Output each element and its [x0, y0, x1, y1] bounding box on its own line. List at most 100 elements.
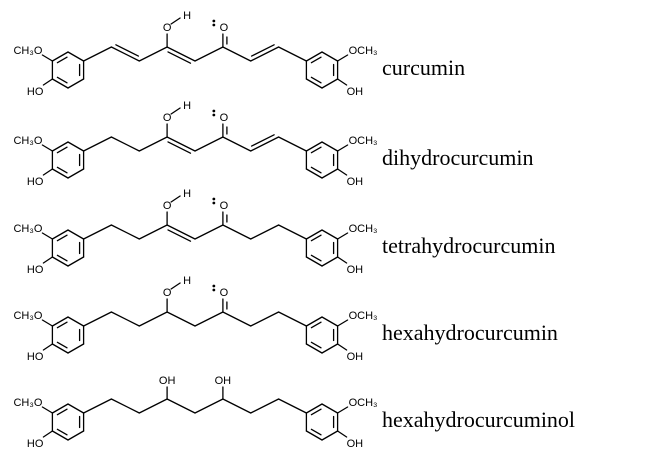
methoxy-left-label: CH₃O — [13, 397, 42, 409]
hydrogen-bond — [170, 107, 181, 115]
chain-hydroxyl-label: OH — [215, 375, 232, 387]
lone-pair-dot-1 — [212, 197, 216, 201]
ring-bond — [321, 141, 339, 152]
keto-oxygen-label: O — [220, 22, 229, 34]
methoxy-right-label: OCH₃ — [349, 223, 378, 235]
methoxy-right-label: OCH₃ — [349, 310, 378, 322]
methoxy-left-label: CH₃O — [13, 310, 42, 322]
keto-oxygen-label: O — [220, 287, 229, 299]
ring-inner-bond — [310, 56, 322, 64]
chain-bond — [110, 398, 140, 414]
keto-oxygen-label: O — [220, 112, 229, 124]
hydroxyl-left-label: HO — [27, 264, 44, 276]
ring-inner-bond — [56, 146, 68, 154]
chain-bond — [82, 46, 113, 62]
hydroxyl-right-label: OH — [347, 351, 364, 363]
methoxy-bond — [41, 144, 54, 152]
methoxy-bond — [336, 232, 349, 240]
ring-inner-bond — [56, 56, 68, 64]
hydroxyl-bond — [336, 343, 348, 351]
chain-double-bond — [166, 46, 196, 62]
methoxy-bond — [41, 406, 54, 414]
ring-inner-bond — [56, 166, 68, 174]
ring-inner-bond — [56, 254, 68, 262]
ring-bond — [321, 168, 339, 179]
enol-oxygen-label: O — [163, 200, 172, 212]
methoxy-bond — [41, 232, 54, 240]
ring-bond — [67, 168, 85, 179]
ring-bond — [321, 343, 339, 354]
chain-double-bond-second-line — [167, 141, 192, 154]
chain-bond — [82, 136, 113, 152]
chain-bond — [277, 46, 308, 62]
ring-bond — [67, 403, 85, 414]
chain-bond — [194, 398, 224, 414]
chain-bond — [138, 398, 168, 414]
ring-bond — [305, 256, 323, 267]
ring-bond — [321, 256, 339, 267]
chain-bond — [194, 46, 224, 62]
ring-bond — [51, 316, 69, 327]
hydroxyl-bond — [336, 430, 348, 438]
chain-bond — [222, 398, 252, 414]
chain-bond — [82, 398, 113, 414]
ring-bond — [51, 256, 69, 267]
keto-oxygen-label: O — [220, 200, 229, 212]
lone-pair-dot-1 — [212, 19, 216, 23]
lone-pair-dot-2 — [212, 201, 216, 205]
chain-bond — [82, 311, 113, 327]
methoxy-left-label: CH₃O — [13, 223, 42, 235]
chain-double-bond-second-line — [250, 44, 275, 57]
compound-name-hexahydrocurcumin: hexahydrocurcumin — [382, 320, 558, 345]
chain-bond — [194, 311, 224, 327]
ring-bond — [67, 51, 85, 62]
ring-bond — [67, 430, 85, 441]
ring-bond — [305, 168, 323, 179]
chain-bond — [138, 136, 168, 152]
chain-bond — [138, 224, 168, 240]
ring-bond — [67, 343, 85, 354]
ring-bond — [51, 141, 69, 152]
ring-bond — [321, 229, 339, 240]
ring-bond — [51, 430, 69, 441]
methoxy-bond — [41, 319, 54, 327]
chain-bond — [222, 311, 252, 327]
chain-bond — [138, 46, 168, 62]
ring-bond — [305, 141, 323, 152]
ring-bond — [51, 403, 69, 414]
ring-bond — [321, 430, 339, 441]
ring-bond — [321, 51, 339, 62]
ring-bond — [305, 403, 323, 414]
enol-oxygen-label: O — [163, 22, 172, 34]
hydrogen-label: H — [183, 275, 191, 287]
hydroxyl-bond — [336, 168, 348, 176]
ring-inner-bond — [310, 321, 322, 329]
ring-bond — [51, 51, 69, 62]
hydroxyl-left-label: HO — [27, 351, 44, 363]
chain-bond — [250, 224, 280, 240]
ring-inner-bond — [310, 76, 322, 84]
ring-bond — [305, 430, 323, 441]
ring-inner-bond — [310, 408, 322, 416]
chain-bond — [166, 398, 196, 414]
ring-inner-bond — [56, 341, 68, 349]
hydroxyl-left-label: HO — [27, 176, 44, 188]
hydroxyl-left-label: HO — [27, 86, 44, 98]
compound-name-dihydrocurcumin: dihydrocurcumin — [382, 145, 534, 170]
chain-bond — [222, 136, 252, 152]
hydroxyl-bond — [42, 168, 54, 176]
chain-bond — [222, 224, 252, 240]
hydroxyl-bond — [42, 256, 54, 264]
lone-pair-dot-2 — [212, 113, 216, 117]
ring-bond — [51, 78, 69, 89]
hydroxyl-bond — [42, 78, 54, 86]
hydrogen-label: H — [183, 10, 191, 22]
chain-bond — [138, 311, 168, 327]
methoxy-right-label: OCH₃ — [349, 45, 378, 57]
enol-oxygen-label: O — [163, 112, 172, 124]
